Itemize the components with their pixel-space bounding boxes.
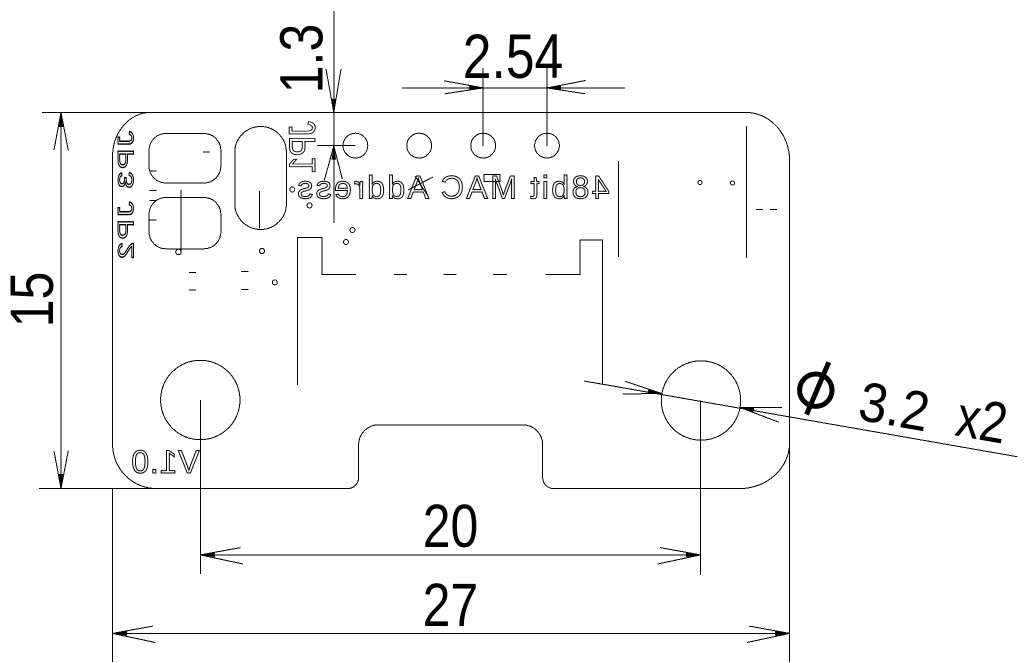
svg-text:27: 27 <box>423 571 479 639</box>
svg-text:x2: x2 <box>951 385 1012 457</box>
svg-text:V1.0: V1.0 <box>130 444 199 480</box>
svg-text:1.3: 1.3 <box>268 24 336 94</box>
svg-text:15: 15 <box>0 272 66 328</box>
svg-text:3.2: 3.2 <box>854 371 934 444</box>
svg-text:JP3 JP2: JP3 JP2 <box>114 131 139 261</box>
svg-text:20: 20 <box>423 492 479 560</box>
svg-text:2.54: 2.54 <box>463 22 564 92</box>
svg-text:JP1: JP1 <box>282 121 324 173</box>
svg-text:48bit MAC Address: 48bit MAC Address <box>295 170 610 206</box>
